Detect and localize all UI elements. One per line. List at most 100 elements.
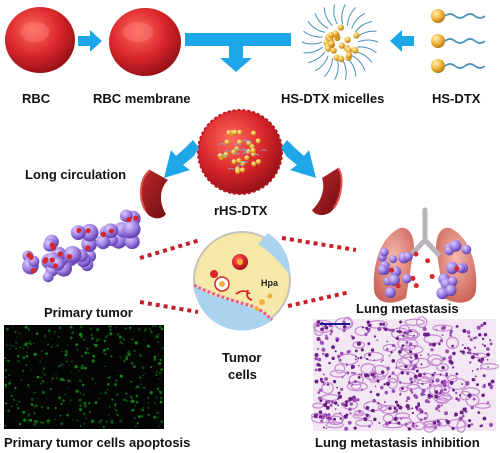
lung-illustration [373,207,477,303]
payload-particle [232,129,238,135]
nanoparticle-dot [100,231,107,237]
micelle-core-particle [353,32,360,39]
lung-metastasis-node [379,247,389,257]
hs-dtx-molecules [431,9,486,73]
payload-particle [217,152,223,159]
tumor-cells-zoom-circle [193,231,291,331]
label-hs-dtx: HS-DTX [432,91,481,106]
nanoparticle-dot [49,242,55,248]
payload-particle [224,139,230,145]
payload-particle [255,138,261,144]
micelle-core-particle [337,24,345,31]
payload-particle [237,129,243,135]
lung-metastasis-node [445,284,457,297]
arrow-rbc-to-membrane [78,30,102,52]
nanoparticle-dot [410,275,416,281]
micelle-core-particle [327,31,335,39]
arrow-to-long-circulation [164,140,199,178]
payload-particle [226,130,232,136]
rhs-dtx-nanoparticle [197,109,283,195]
payload-particle [223,151,229,158]
label-rbc-membrane: RBC membrane [93,91,191,106]
tumor-cell-sphere [42,271,54,283]
label-rhs-dtx: rHS-DTX [214,203,268,218]
blood-vessel-right [312,167,343,216]
tumor-cell-sphere [95,235,111,250]
payload-particle [249,143,255,150]
micelle-core-particle [338,42,346,49]
label-lung-inhibition: Lung metastasis inhibition [315,435,480,450]
nanoparticle-dot [425,258,431,264]
payload-particle [231,159,237,165]
micelle-core-particle [338,55,345,63]
nanoparticle-dot [49,257,55,263]
lung-metastasis-node [377,264,388,275]
label-primary-tumor: Primary tumor [44,305,133,320]
rbc-cell [5,7,75,73]
micelle-core-particle [330,47,337,54]
payload-particle [244,155,250,161]
nanoparticle-dot [76,227,82,233]
payload-particle [251,130,257,136]
payload-particle [250,147,256,154]
label-lung-metastasis: Lung metastasis [356,301,459,316]
lung-metastasis-node [388,274,400,286]
label-primary-apoptosis: Primary tumor cells apoptosis [4,435,191,450]
payload-particle [240,160,246,167]
nanoparticle-dot [126,216,132,223]
nanoparticle-dot [26,252,32,258]
lung-metastasis-node [403,251,413,262]
tumor-cell-sphere [123,220,141,238]
micelle-core-particle [351,47,359,54]
nanoparticle-dot [454,266,460,272]
arrow-combine-to-rhs-dtx [185,33,291,72]
nanoparticle-dot [57,251,63,257]
hs-dtx-micelle [301,4,379,80]
blood-vessel-left [139,169,168,219]
nanoparticle-dot [413,283,419,289]
payload-particle [255,159,262,165]
micelle-core-particle [328,40,335,47]
lung-metastasis-node [402,273,412,284]
nanoparticle-dot [66,254,73,260]
primary-tumor-cluster [22,209,141,283]
nanoparticle-dot [52,263,59,269]
label-tumor-cells-1: Tumor [222,350,262,365]
lung-metastasis-node [461,244,472,255]
nanoparticle-dot [85,245,91,251]
payload-particle [239,167,246,173]
rbc-cell-highlight [21,22,49,42]
nanoparticle-dot [389,267,395,273]
arrow-to-lung-vessel [281,140,316,178]
label-hs-dtx-micelles: HS-DTX micelles [281,91,385,106]
nanoparticle-dot [43,257,49,263]
payload-particle [235,168,241,174]
tumor-cell-sphere [64,245,82,264]
rbc-membrane-highlight [123,22,153,42]
label-hpa: Hpa [261,278,279,288]
micelle-core-particle [344,36,351,44]
rbc-membrane-vesicle [109,8,181,76]
nanoparticle-dot [30,267,36,274]
nanoparticle-dot [395,283,401,289]
micelle-core-particle [345,47,352,54]
lung-metastasis-node [389,255,398,264]
lung-metastasis-node [384,286,396,298]
nanoparticle-dot [133,215,139,221]
payload-particle [251,161,257,167]
scale-bar [320,323,350,325]
payload-particle [236,158,242,164]
arrow-hsdtx-to-micelles [390,30,414,52]
label-long-circulation: Long circulation [25,167,127,182]
nanoparticle-dot [108,228,115,234]
label-tumor-cells-2: cells [228,367,257,382]
label-rbc: RBC [22,91,51,106]
lung-metastasis-node [447,276,458,287]
nanoparticle-dot [85,228,91,234]
nanoparticle-dot [413,251,419,257]
dotted-connectors [139,236,357,314]
lung-metastasis-node [445,261,459,275]
micelle-core-particle [345,51,353,59]
nanoparticle-dot [429,274,435,280]
